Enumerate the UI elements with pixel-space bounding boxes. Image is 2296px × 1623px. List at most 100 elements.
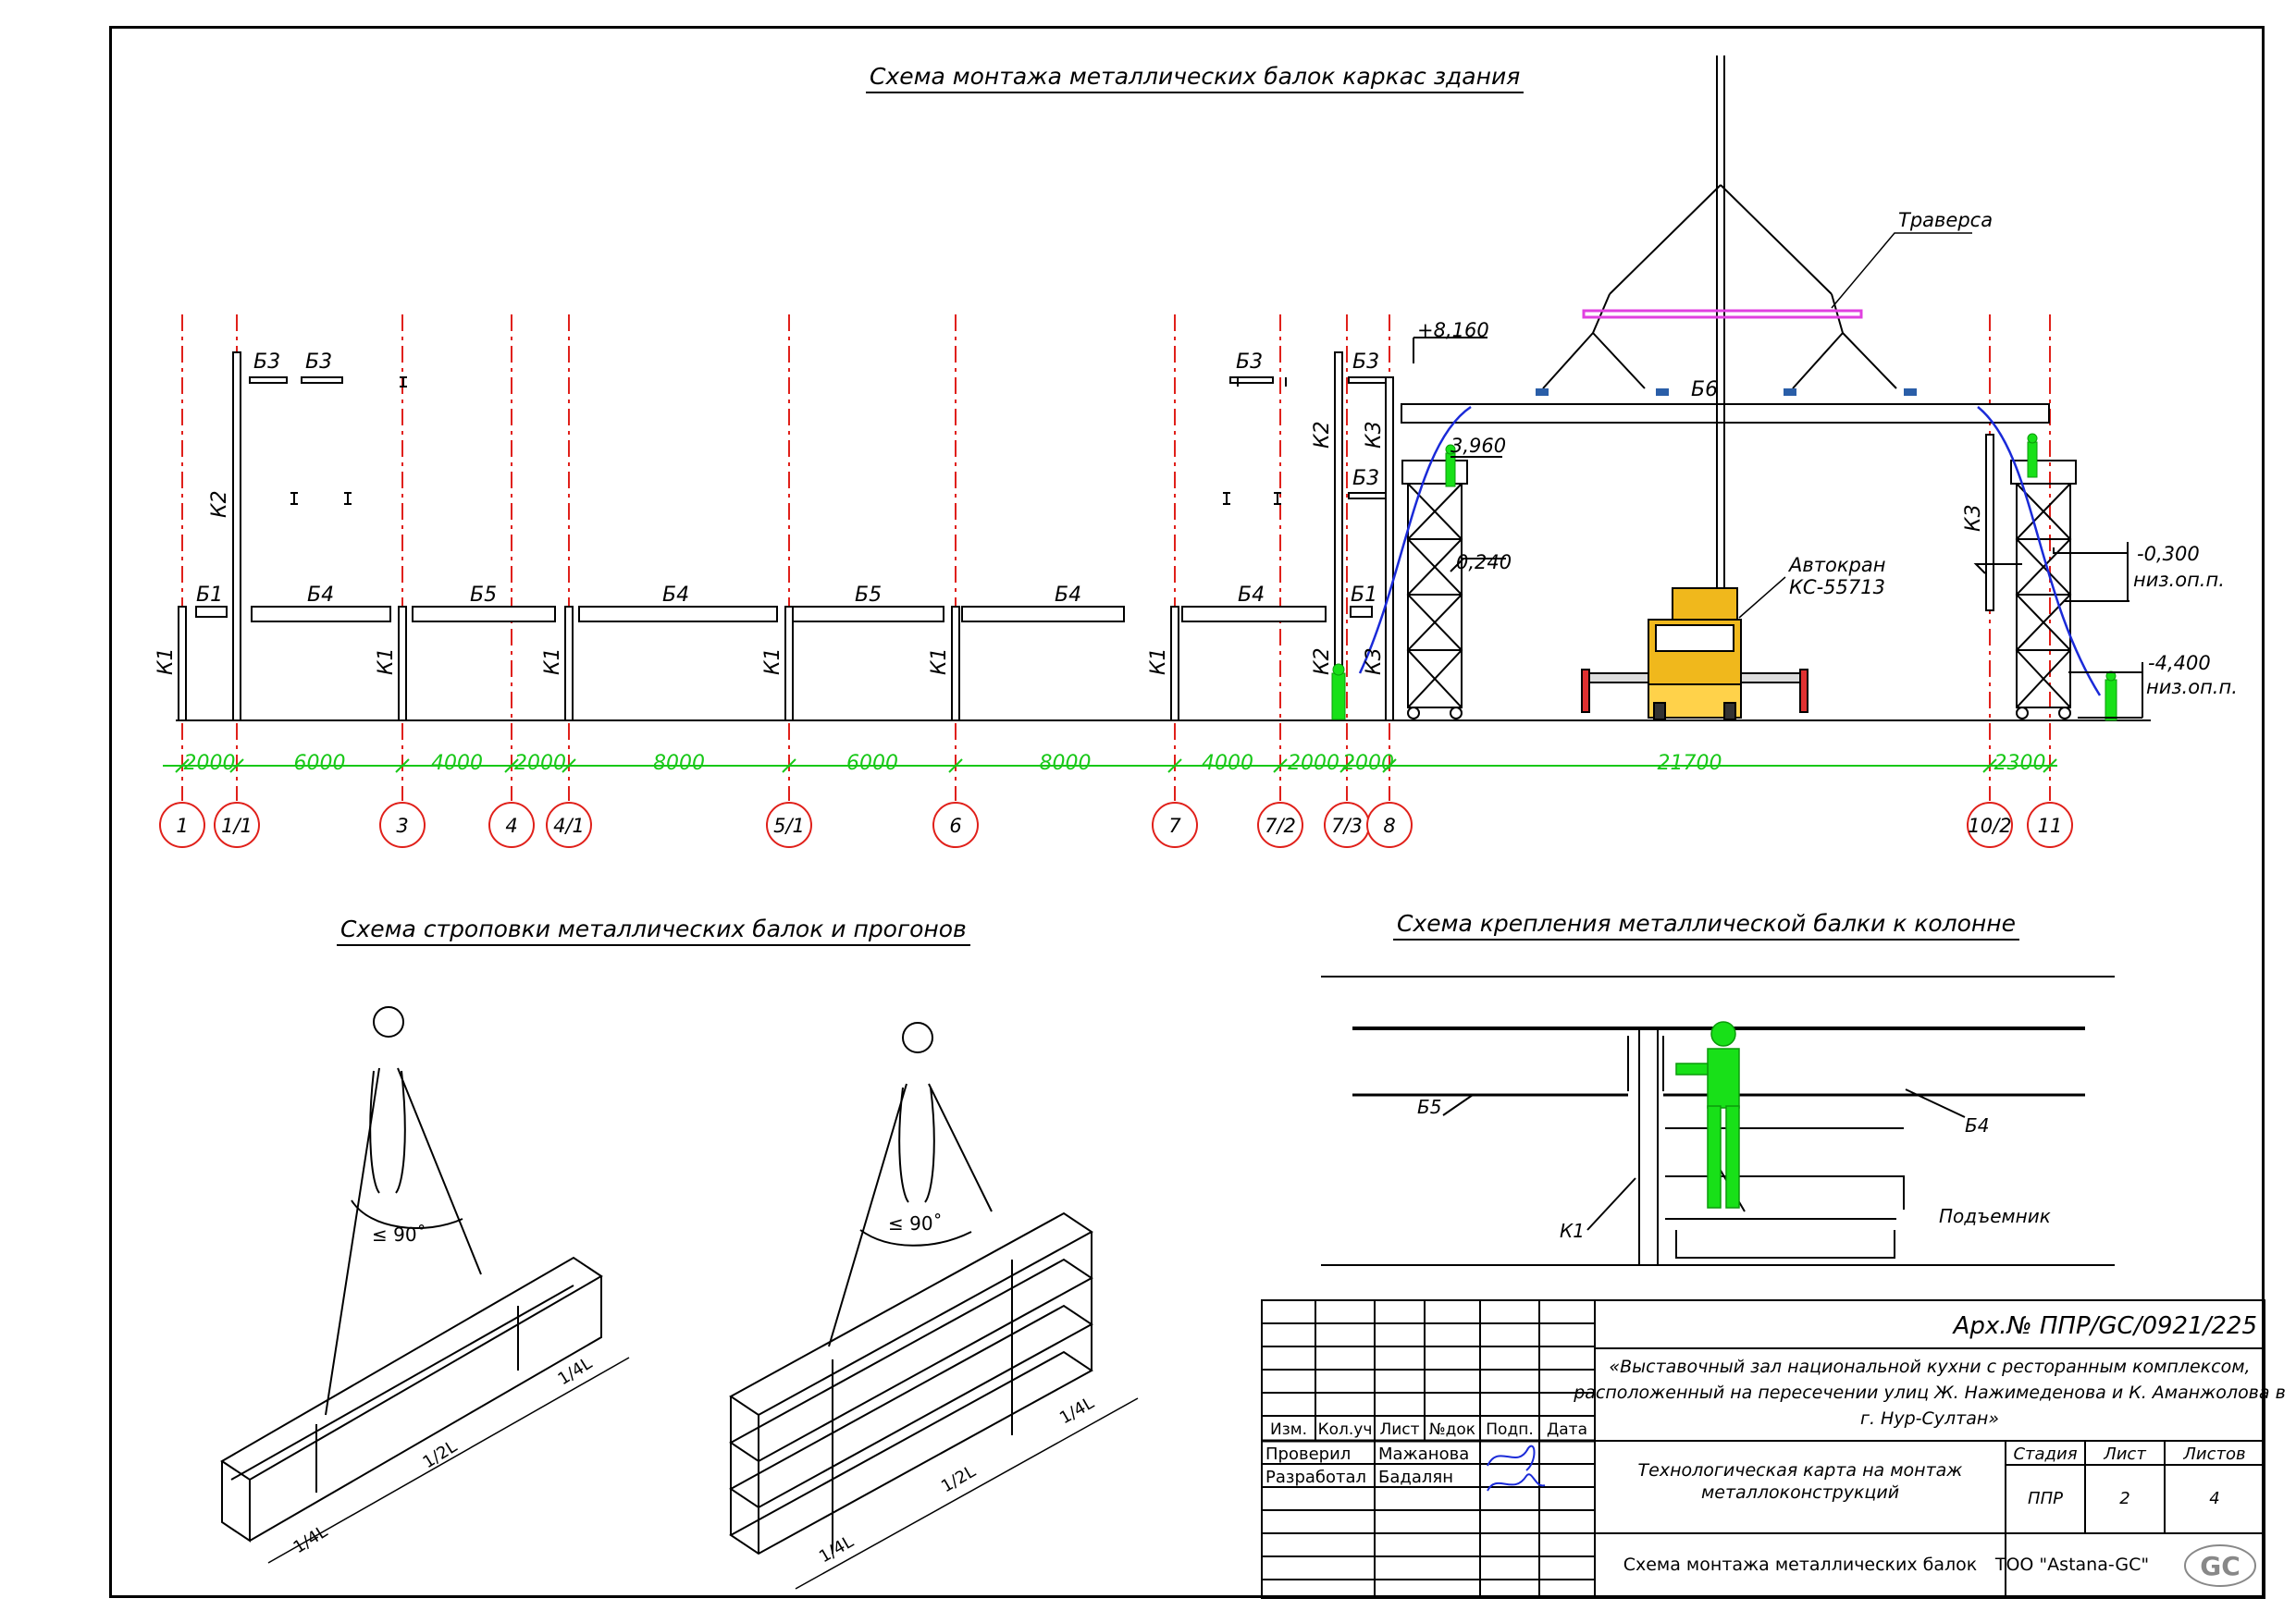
hook-clamps	[1536, 388, 1917, 396]
axis-label: 11	[2038, 815, 2063, 837]
safety-cables	[1358, 405, 2102, 696]
svg-text:К1: К1	[375, 647, 398, 675]
axis-label: 7	[1168, 815, 1181, 837]
svg-text:Б4: Б4	[307, 584, 334, 607]
angle-label-2: ≤ 90˚	[888, 1212, 943, 1235]
main-scheme-title: Схема монтажа металлических балок каркас…	[866, 63, 1524, 93]
signatures	[1487, 1445, 1546, 1492]
traverse-bar	[1582, 309, 1863, 319]
axis-lines	[175, 314, 2057, 801]
svg-text:К2: К2	[1311, 647, 1334, 675]
dimension-label: 2000	[1288, 752, 1339, 775]
crane-truck	[1581, 587, 1808, 720]
label-k1-detail: К1	[1560, 1220, 1585, 1242]
document-title: Технологическая карта на монтаж металлок…	[1638, 1460, 1963, 1503]
svg-text:Б3: Б3	[1352, 467, 1379, 490]
axis-bubble	[488, 802, 535, 848]
axis-bubble	[214, 802, 260, 848]
axis-label: 7/2	[1265, 815, 1296, 837]
svg-text:металлоконструкций: металлоконструкций	[1701, 1482, 1899, 1503]
crane-label-1: Автокран	[1787, 554, 1885, 576]
svg-text:Стадия: Стадия	[2013, 1445, 2077, 1464]
axis-label: 5/1	[773, 815, 805, 837]
label-b5-detail: Б5	[1417, 1096, 1441, 1118]
axis-bubble	[766, 802, 812, 848]
svg-text:2: 2	[2119, 1489, 2129, 1508]
axis-label: 4	[505, 815, 517, 837]
dimension-label: 6000	[846, 752, 898, 775]
slinging-scheme-title: Схема строповки металлических балок и пр…	[337, 916, 970, 946]
dimension-label: 2000	[1342, 752, 1394, 775]
svg-text:Разработал: Разработал	[1265, 1468, 1366, 1487]
elevation-top: +8,160	[1417, 319, 1489, 341]
svg-text:Листов: Листов	[2182, 1445, 2245, 1464]
axis-bubble	[2027, 802, 2073, 848]
svg-text:4: 4	[2209, 1489, 2219, 1508]
crane-boom	[1542, 55, 1897, 666]
elevation-right1: -0,300	[2137, 543, 2200, 565]
quarter-label-2: 1/4L	[555, 1354, 596, 1389]
elevation-low: 0,240	[1456, 551, 1512, 573]
axis-label: 8	[1383, 815, 1395, 837]
axis-bubble	[932, 802, 979, 848]
quarter-label-4: 1/4L	[1056, 1394, 1097, 1429]
fastening-scheme-title: Схема крепления металлической балки к ко…	[1393, 910, 2020, 941]
svg-text:расположенный на пересечении у: расположенный на пересечении улиц Ж. Наж…	[1573, 1383, 2286, 1403]
svg-text:Мажанова: Мажанова	[1378, 1445, 1469, 1464]
svg-text:Изм.: Изм.	[1270, 1420, 1307, 1439]
title-block-grid	[1261, 1299, 2265, 1599]
dim-line-stack	[795, 1397, 1139, 1590]
columns	[178, 351, 1994, 721]
svg-text:Дата: Дата	[1547, 1420, 1587, 1439]
i-beam-sections	[290, 376, 1287, 505]
svg-text:К3: К3	[1962, 504, 1985, 532]
lift-label: Подъемник	[1939, 1205, 2051, 1227]
dim-line-single	[267, 1357, 630, 1564]
axis-label: 1/1	[221, 815, 253, 837]
lower-beams	[195, 606, 1373, 622]
dimension-label: 8000	[1040, 752, 1092, 775]
axis-label: 7/3	[1331, 815, 1363, 837]
svg-text:К1: К1	[154, 647, 178, 675]
dimension-label: 4000	[431, 752, 483, 775]
svg-text:Б3: Б3	[1352, 350, 1379, 374]
arch-number: Арх.№ ППР/GC/0921/225	[1952, 1312, 2257, 1340]
half-label-2: 1/2L	[938, 1462, 979, 1497]
axis-label: 10/2	[1968, 815, 2011, 837]
dimension-label: 4000	[1202, 752, 1253, 775]
svg-text:Б3: Б3	[305, 350, 332, 374]
quarter-label-3: 1/4L	[816, 1532, 857, 1568]
worker-on-lift	[1675, 1021, 1740, 1209]
svg-text:Б3: Б3	[1236, 350, 1263, 374]
svg-text:Б4: Б4	[662, 584, 689, 607]
svg-text:К3: К3	[1363, 647, 1386, 675]
beam-labels: Б1 Б4 Б5 Б4 Б5 Б4 Б4 Б1 Б3 Б3 Б3 Б3 Б3 Б…	[196, 350, 1718, 607]
axis-bubble	[379, 802, 426, 848]
stage-block: Стадия Лист Листов ППР 2 4	[2013, 1445, 2245, 1508]
axis-bubble	[159, 802, 205, 848]
company-logo	[2184, 1544, 2256, 1587]
stamp-signatories: Проверил Мажанова Разработал Бадалян	[1265, 1445, 1469, 1487]
svg-text:К2: К2	[208, 490, 231, 518]
svg-text:К1: К1	[928, 647, 951, 675]
dimension-label: 2000	[514, 752, 566, 775]
half-label-1: 1/2L	[420, 1437, 461, 1472]
svg-text:«Выставочный зал национальной: «Выставочный зал национальной кухни с ре…	[1609, 1357, 2250, 1377]
slinging-beam-single	[220, 1006, 603, 1543]
crane-leader	[1738, 576, 1786, 619]
traverse-leader	[1831, 232, 1972, 309]
label-b4-detail: Б4	[1965, 1114, 1989, 1137]
dimension-label: 6000	[294, 752, 346, 775]
svg-text:Б4: Б4	[1055, 584, 1081, 607]
drawing-frame	[109, 26, 2265, 1598]
axis-label: 4/1	[553, 815, 585, 837]
dimension-label: 21700	[1658, 752, 1722, 775]
scaffold-left	[1401, 460, 1468, 719]
elevation-right2: -4,400	[2148, 652, 2211, 674]
axis-bubble	[1257, 802, 1303, 848]
axis-label: 6	[949, 815, 961, 837]
axis-bubble	[1152, 802, 1198, 848]
drawing-name: Схема монтажа металлических балок	[1623, 1555, 1978, 1575]
